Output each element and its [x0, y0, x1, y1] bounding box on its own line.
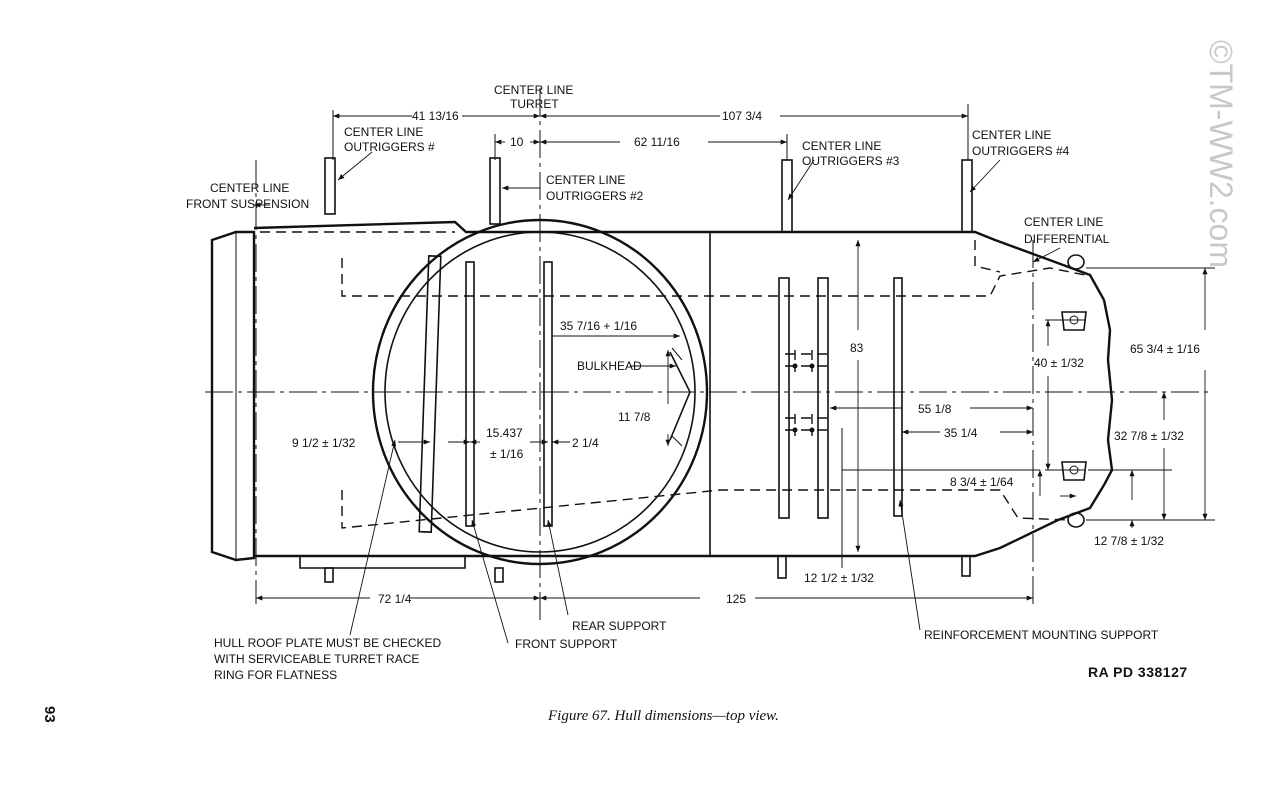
dim-12-1-2: 12 1/2 ± 1/32	[804, 571, 874, 585]
dim-15-437: 15.437	[486, 426, 523, 440]
label-front-support: FRONT SUPPORT	[515, 637, 618, 651]
drawing-code: RA PD 338127	[1088, 664, 1188, 680]
label-cl-differential-1: CENTER LINE	[1024, 215, 1103, 229]
dim-32-7-8: 32 7/8 ± 1/32	[1114, 429, 1184, 443]
dim-72-1-4: 72 1/4	[378, 592, 412, 606]
label-cl-front-suspension-2: FRONT SUSPENSION	[186, 197, 309, 211]
label-cl-outriggers-3b: OUTRIGGERS #3	[802, 154, 900, 168]
dim-35-1-4: 35 1/4	[944, 426, 978, 440]
center-lines	[205, 88, 1210, 620]
turret-race-ring	[371, 218, 709, 566]
dim-107-3-4: 107 3/4	[722, 109, 762, 123]
dim-2-1-4: 2 1/4	[572, 436, 599, 450]
dim-41-13-16: 41 13/16	[412, 109, 459, 123]
reinforcement-bars	[778, 277, 903, 519]
label-cl-outriggers-4b: OUTRIGGERS #4	[972, 144, 1070, 158]
label-bulkhead: BULKHEAD	[577, 359, 642, 373]
dim-62-11-16: 62 11/16	[634, 135, 680, 149]
dim-125: 125	[726, 592, 746, 606]
turret-supports	[418, 255, 691, 533]
label-cl-outriggers-1a: CENTER LINE	[344, 125, 423, 139]
dim-9-1-2: 9 1/2 ± 1/32	[292, 436, 356, 450]
label-cl-front-suspension-1: CENTER LINE	[210, 181, 289, 195]
dim-15-437-tol: ± 1/16	[490, 447, 524, 461]
page-number: 93	[41, 706, 58, 723]
label-hull-note-3: RING FOR FLATNESS	[214, 668, 337, 682]
outriggers	[324, 157, 973, 583]
label-cl-outriggers-2b: OUTRIGGERS #2	[546, 189, 644, 203]
label-cl-outriggers-2a: CENTER LINE	[546, 173, 625, 187]
rear-lugs	[1061, 254, 1087, 528]
callout-labels: CENTER LINE TURRET CENTER LINE OUTRIGGER…	[186, 83, 1159, 682]
figure-caption: Figure 67. Hull dimensions—top view.	[547, 708, 779, 724]
label-rear-support: REAR SUPPORT	[572, 619, 667, 633]
hull-outline	[210, 220, 1114, 569]
label-cl-turret-1: CENTER LINE	[494, 83, 573, 97]
watermark: ©TM-WW2.com	[1203, 40, 1239, 268]
dim-10: 10	[510, 135, 524, 149]
dimension-labels: 41 13/16 107 3/4 10 62 11/16 83 65 3/4 ±…	[292, 109, 1200, 606]
dim-83: 83	[850, 341, 864, 355]
leader-lines	[254, 151, 1061, 644]
label-cl-differential-2: DIFFERENTIAL	[1024, 232, 1110, 246]
dim-55-1-8: 55 1/8	[918, 402, 952, 416]
label-hull-note-2: WITH SERVICEABLE TURRET RACE	[214, 652, 419, 666]
dim-11-7-8: 11 7/8	[618, 410, 651, 424]
dimension-lines	[255, 104, 1215, 604]
dim-35-7-16: 35 7/16 + 1/16	[560, 319, 637, 333]
label-cl-outriggers-1b: OUTRIGGERS #	[344, 140, 435, 154]
label-cl-turret-2: TURRET	[510, 97, 559, 111]
label-cl-outriggers-3a: CENTER LINE	[802, 139, 881, 153]
dim-40: 40 ± 1/32	[1034, 356, 1084, 370]
dim-65-3-4: 65 3/4 ± 1/16	[1130, 342, 1200, 356]
hidden-lines	[260, 231, 1091, 529]
label-hull-note-1: HULL ROOF PLATE MUST BE CHECKED	[214, 636, 441, 650]
label-cl-outriggers-4a: CENTER LINE	[972, 128, 1051, 142]
label-reinforcement-mounting-support: REINFORCEMENT MOUNTING SUPPORT	[924, 628, 1159, 642]
dim-12-7-8: 12 7/8 ± 1/32	[1094, 534, 1164, 548]
dim-8-3-4: 8 3/4 ± 1/64	[950, 475, 1014, 489]
